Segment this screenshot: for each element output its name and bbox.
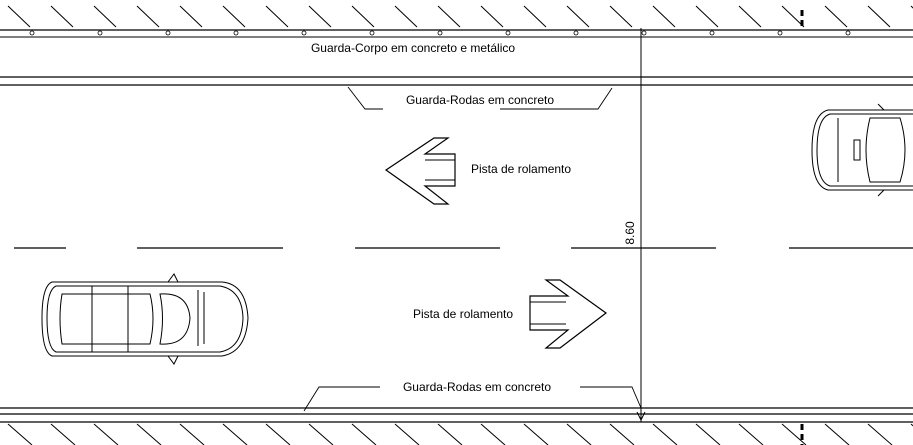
guardrail-post bbox=[505, 30, 511, 36]
arrow-right-icon bbox=[529, 279, 608, 349]
hatch-stroke bbox=[437, 423, 463, 445]
hatch-stroke bbox=[394, 423, 420, 445]
top-curb bbox=[0, 76, 913, 86]
hatch-stroke bbox=[738, 423, 764, 445]
hatch-stroke bbox=[93, 5, 117, 28]
guardrail-post bbox=[845, 30, 851, 36]
arrow-left-icon bbox=[384, 137, 456, 205]
hatch-stroke bbox=[351, 423, 377, 445]
hatch-stroke bbox=[265, 423, 291, 445]
hatch-stroke bbox=[179, 423, 205, 445]
guardrail-post bbox=[709, 30, 715, 36]
curb-bottom-label: Guarda-Rodas em concreto bbox=[403, 380, 551, 394]
hatch-stroke bbox=[566, 5, 590, 28]
guardrail-top-label: Guarda-Corpo em concreto e metálico bbox=[311, 41, 515, 55]
guardrail-post bbox=[573, 30, 579, 36]
hatch-stroke bbox=[222, 423, 248, 445]
guardrail-post bbox=[369, 30, 375, 36]
hatch-stroke bbox=[523, 5, 547, 28]
hatch-stroke bbox=[265, 5, 289, 28]
hatch-stroke bbox=[824, 5, 848, 28]
guardrail-post bbox=[29, 30, 35, 36]
hatch-stroke bbox=[738, 5, 762, 28]
lane-upper-label: Pista de rolamento bbox=[471, 162, 571, 176]
car-topview-icon bbox=[41, 273, 249, 365]
hatch-stroke bbox=[179, 5, 203, 28]
arrow-left-icon-inner bbox=[425, 159, 455, 181]
hatch-stroke bbox=[308, 5, 332, 28]
guardrail-post bbox=[233, 30, 239, 36]
bottom-embankment-hatch bbox=[7, 423, 913, 445]
arrow-right-icon-inner bbox=[530, 301, 566, 325]
lane-lower-label: Pista de rolamento bbox=[413, 307, 513, 321]
guardrail-posts bbox=[29, 30, 851, 36]
hatch-stroke bbox=[867, 5, 891, 28]
hatch-stroke bbox=[136, 5, 160, 28]
guardrail-post bbox=[97, 30, 103, 36]
car-topview-icon bbox=[811, 103, 913, 197]
hatch-stroke bbox=[566, 423, 592, 445]
hatch-stroke bbox=[222, 5, 246, 28]
hatch-stroke bbox=[7, 423, 33, 445]
curb-bottom-leader bbox=[303, 386, 642, 412]
width-dimension-label: 8.60 bbox=[623, 221, 637, 245]
hatch-stroke bbox=[437, 5, 461, 28]
width-dimension-line bbox=[636, 28, 646, 422]
hatch-stroke bbox=[93, 423, 119, 445]
hatch-stroke bbox=[824, 423, 850, 445]
top-embankment-hatch bbox=[7, 5, 913, 28]
guardrail-post bbox=[301, 30, 307, 36]
hatch-stroke bbox=[136, 423, 162, 445]
top-guardrail bbox=[0, 29, 913, 38]
hatch-stroke bbox=[867, 423, 893, 445]
hatch-stroke bbox=[695, 5, 719, 28]
hatch-stroke bbox=[609, 423, 635, 445]
hatch-stroke bbox=[609, 5, 633, 28]
curb-top-leader bbox=[347, 86, 613, 110]
hatch-stroke bbox=[781, 423, 807, 445]
guardrail-post bbox=[777, 30, 783, 36]
hatch-stroke bbox=[480, 5, 504, 28]
hatch-stroke bbox=[781, 5, 805, 28]
hatch-stroke bbox=[652, 423, 678, 445]
hatch-stroke bbox=[394, 5, 418, 28]
hatch-stroke bbox=[50, 5, 74, 28]
hatch-stroke bbox=[523, 423, 549, 445]
hatch-stroke bbox=[351, 5, 375, 28]
hatch-stroke bbox=[652, 5, 676, 28]
hatch-stroke bbox=[695, 423, 721, 445]
guardrail-post bbox=[165, 30, 171, 36]
guardrail-post bbox=[641, 30, 647, 36]
bottom-curb bbox=[0, 407, 913, 423]
hatch-stroke bbox=[480, 423, 506, 445]
hatch-stroke bbox=[308, 423, 334, 445]
guardrail-post bbox=[437, 30, 443, 36]
hatch-stroke bbox=[50, 423, 76, 445]
curb-top-label: Guarda-Rodas em concreto bbox=[406, 93, 554, 107]
hatch-stroke bbox=[7, 5, 31, 28]
